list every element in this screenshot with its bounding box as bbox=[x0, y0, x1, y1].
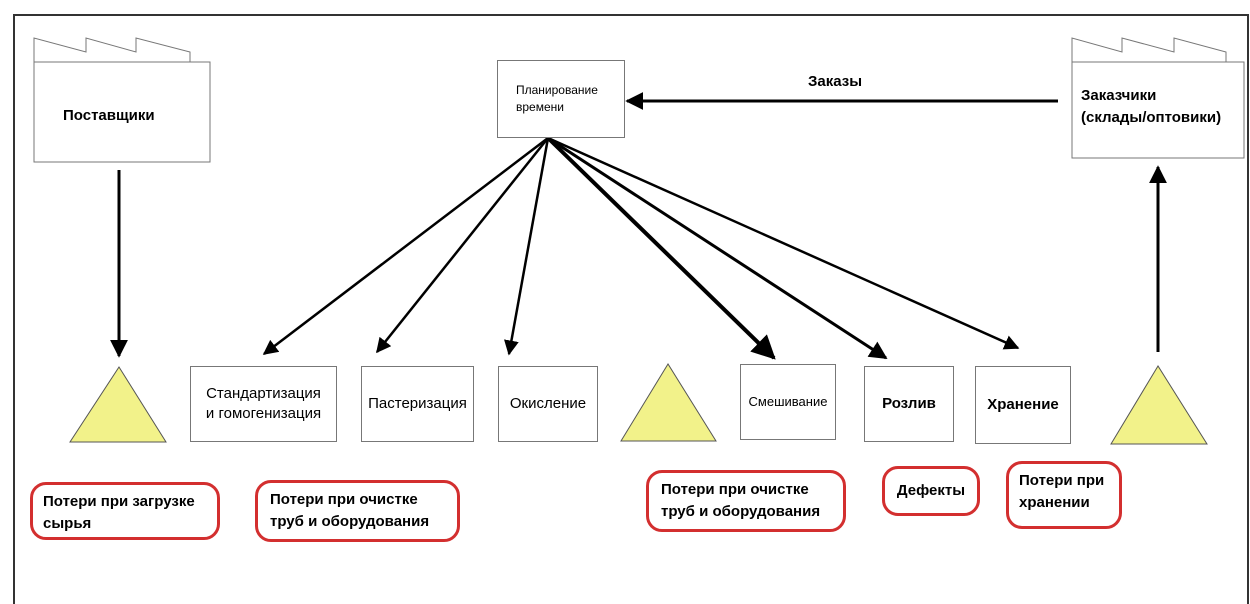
customers-factory-icon bbox=[1071, 37, 1245, 159]
loss-callout-defects: Дефекты bbox=[882, 466, 980, 516]
diagram-frame bbox=[13, 14, 1249, 604]
process-mixing: Смешивание bbox=[740, 364, 836, 440]
process-label: Окисление bbox=[509, 395, 587, 412]
process-label: Хранение bbox=[987, 396, 1059, 413]
loss-callout-cleaning-1: Потери при очистке труб и оборудования bbox=[255, 480, 460, 542]
plan-arrow-storage bbox=[547, 136, 1020, 350]
plan-arrow-oxidation bbox=[504, 137, 550, 356]
process-standardization: Стандартизация и гомогенизация bbox=[190, 366, 337, 442]
planning-box: Планирование времени bbox=[497, 60, 625, 138]
loss-callout-raw-loading: Потери при загрузке сырья bbox=[30, 482, 220, 540]
loss-text-line2: труб и оборудования bbox=[270, 513, 430, 530]
process-pasteurization: Пастеризация bbox=[361, 366, 474, 442]
loss-callout-cleaning-2: Потери при очистке труб и оборудования bbox=[646, 470, 846, 532]
customers-label-line1: Заказчики bbox=[1081, 87, 1157, 104]
loss-text: Потери при очистке bbox=[270, 491, 418, 508]
process-oxidation: Окисление bbox=[498, 366, 598, 442]
orders-label: Заказы bbox=[808, 73, 863, 90]
loss-text: Потери при очистке bbox=[661, 481, 809, 498]
loss-callout-storage: Потери при хранении bbox=[1006, 461, 1122, 529]
inventory-triangle-icon bbox=[620, 363, 717, 442]
planning-line2: времени bbox=[516, 100, 564, 114]
loss-text: Потери при bbox=[1019, 472, 1105, 489]
process-storage: Хранение bbox=[975, 366, 1071, 444]
plan-arrow-pasteurization bbox=[376, 137, 549, 354]
loss-text-line2: хранении bbox=[1019, 494, 1090, 511]
process-bottling: Розлив bbox=[864, 366, 954, 442]
plan-arrow-mixing bbox=[546, 136, 776, 360]
inventory-triangle-icon bbox=[1110, 365, 1208, 445]
customers-label-line2: (склады/оптовики) bbox=[1081, 109, 1222, 126]
suppliers-label: Поставщики bbox=[63, 107, 155, 124]
planning-line1: Планирование bbox=[516, 83, 598, 97]
process-label: Смешивание bbox=[748, 394, 828, 409]
process-label-line2: и гомогенизация bbox=[205, 405, 322, 422]
customers-label: Заказчики (склады/оптовики) bbox=[1081, 85, 1221, 129]
loss-text-line2: сырья bbox=[43, 515, 92, 532]
loss-text: Дефекты bbox=[896, 482, 966, 499]
suppliers-factory-icon bbox=[33, 37, 211, 163]
process-label: Стандартизация bbox=[206, 385, 321, 402]
plan-arrow-bottling bbox=[547, 136, 888, 360]
loss-text: Потери при загрузке bbox=[43, 493, 195, 510]
inventory-triangle-icon bbox=[69, 366, 167, 443]
loss-text-line2: труб и оборудования bbox=[661, 503, 821, 520]
process-label: Пастеризация bbox=[368, 395, 467, 412]
plan-arrow-standardization bbox=[262, 137, 549, 355]
process-label: Розлив bbox=[882, 395, 936, 412]
